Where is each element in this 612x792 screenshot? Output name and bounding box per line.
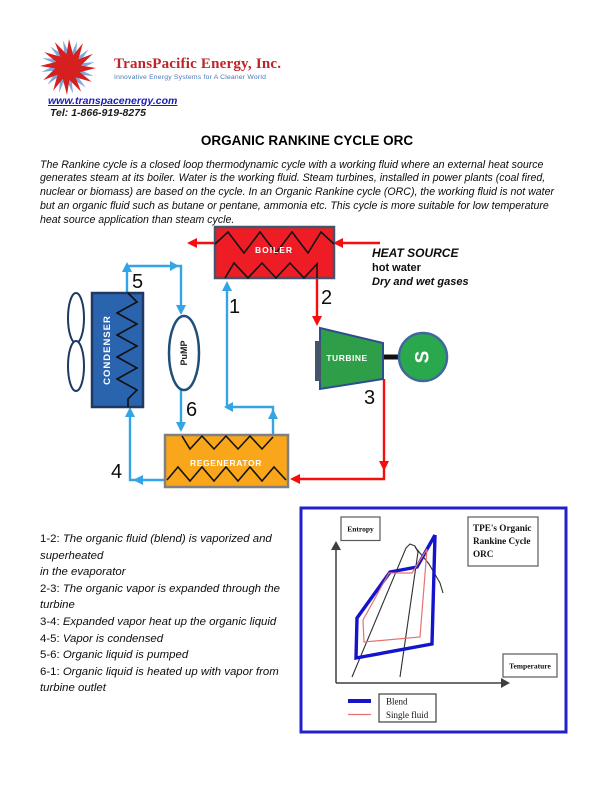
cycle-step: 3-4: Expanded vapor heat up the organic … xyxy=(40,614,330,631)
step-text: Vapor is condensed xyxy=(62,632,164,645)
chart-axes xyxy=(335,548,503,684)
legend-blend-label: Blend xyxy=(386,697,408,707)
ts-diagram-chart: Entropy Temperature TPE's Organic Rankin… xyxy=(299,506,568,734)
boiler-coil-bottom xyxy=(224,261,318,280)
chart-title-line2: Rankine Cycle xyxy=(473,536,530,546)
step-label: 2-3: xyxy=(40,582,60,595)
state-point-1: 1 xyxy=(229,296,240,318)
cycle-steps-list: 1-2: The organic fluid (blend) is vapori… xyxy=(40,531,330,697)
step-text: The organic fluid (blend) is vaporized a… xyxy=(40,533,272,579)
logo-starburst xyxy=(40,39,96,95)
step-label: 4-5: xyxy=(40,632,60,645)
step-label: 1-2: xyxy=(40,533,60,545)
temperature-axis-label: Temperature xyxy=(502,653,558,678)
fan-blade-bottom xyxy=(67,340,85,392)
step-text: Expanded vapor heat up the organic liqui… xyxy=(62,615,277,628)
chart-title-box: TPE's Organic Rankine Cycle ORC xyxy=(467,516,539,567)
heat-source-line2: hot water xyxy=(372,262,422,274)
step-text: Organic liquid is pumped xyxy=(62,649,189,662)
pump: PuMP xyxy=(167,314,201,392)
chart-title-line3: ORC xyxy=(473,549,493,559)
entropy-label-text: Entropy xyxy=(347,525,374,534)
heat-source-line1: HEAT SOURCE xyxy=(372,246,459,260)
chart-legend: Blend Single fluid xyxy=(348,693,437,723)
heat-source-line3: Dry and wet gases xyxy=(372,276,469,288)
state-point-2: 2 xyxy=(321,287,332,309)
phone-number: Tel: 1-866-919-8275 xyxy=(50,107,146,119)
cold-pipes xyxy=(125,264,275,482)
step-label: 5-6: xyxy=(40,649,60,662)
condenser-label: CONDENSER xyxy=(102,315,113,385)
chart-axis-arrowheads xyxy=(331,541,510,688)
cycle-step: 5-6: Organic liquid is pumped xyxy=(40,647,330,664)
generator-label: S xyxy=(413,351,434,364)
intro-paragraph: The Rankine cycle is a closed loop therm… xyxy=(40,158,555,226)
boiler: BOILER xyxy=(213,225,336,280)
company-logo xyxy=(40,39,96,95)
legend-box xyxy=(378,693,437,723)
entropy-axis-label: Entropy xyxy=(340,516,381,542)
turbine-flange xyxy=(315,341,321,381)
condenser: CONDENSER xyxy=(67,291,145,409)
hot-pipe-arrowheads xyxy=(187,238,389,484)
regenerator-label: REGENERATOR xyxy=(190,458,262,468)
page-title: ORGANIC RANKINE CYCLE ORC xyxy=(200,133,414,149)
generator-body xyxy=(397,331,449,383)
regenerator: REGENERATOR xyxy=(163,433,290,489)
state-point-numbers: 1 2 3 4 5 6 xyxy=(111,271,375,483)
regenerator-coil-bottom xyxy=(166,465,287,483)
regenerator-coil-top xyxy=(181,434,274,451)
website-link[interactable]: www.transpacenergy.com xyxy=(48,95,178,107)
cycle-step: 2-3: The organic vapor is expanded throu… xyxy=(40,581,330,614)
turbine-generator: TURBINE S xyxy=(315,326,449,391)
boiler-coil-top xyxy=(214,230,335,255)
condenser-coil xyxy=(115,292,139,407)
step-label: 3-4: xyxy=(40,615,60,628)
step-text: The organic vapor is expanded through th… xyxy=(40,582,281,612)
chart-title-line1: TPE's Organic xyxy=(473,523,531,533)
cycle-step: 1-2: The organic fluid (blend) is vapori… xyxy=(40,531,330,581)
single-fluid-cycle-line xyxy=(362,548,428,643)
temperature-label-text: Temperature xyxy=(509,662,551,671)
turbine-label: TURBINE xyxy=(326,353,367,363)
fan-blade-top xyxy=(67,292,85,344)
boiler-label: BOILER xyxy=(255,245,293,255)
company-tagline: Innovative Energy Systems for A Cleaner … xyxy=(114,74,267,81)
state-point-4: 4 xyxy=(111,461,122,483)
state-point-3: 3 xyxy=(364,387,375,409)
state-point-5: 5 xyxy=(132,271,143,293)
heat-source-annotation: HEAT SOURCE hot water Dry and wet gases xyxy=(372,246,469,288)
cycle-step: 4-5: Vapor is condensed xyxy=(40,631,330,648)
pump-body xyxy=(167,314,201,392)
pump-label: PuMP xyxy=(179,340,189,365)
company-name: TransPacific Energy, Inc. xyxy=(114,56,282,72)
step-label: 6-1: xyxy=(40,665,60,678)
step-text: Organic liquid is heated up with vapor f… xyxy=(40,665,279,695)
orc-process-diagram: BOILER CONDENSER PuMP TURBINE S xyxy=(67,225,469,489)
legend-single-fluid-label: Single fluid xyxy=(386,710,429,720)
cold-pipe-arrowheads xyxy=(122,261,278,485)
cycle-step: 6-1: Organic liquid is heated up with va… xyxy=(40,664,330,697)
blend-cycle-line xyxy=(354,534,437,661)
boiler-box xyxy=(213,225,336,280)
state-point-6: 6 xyxy=(186,399,197,421)
